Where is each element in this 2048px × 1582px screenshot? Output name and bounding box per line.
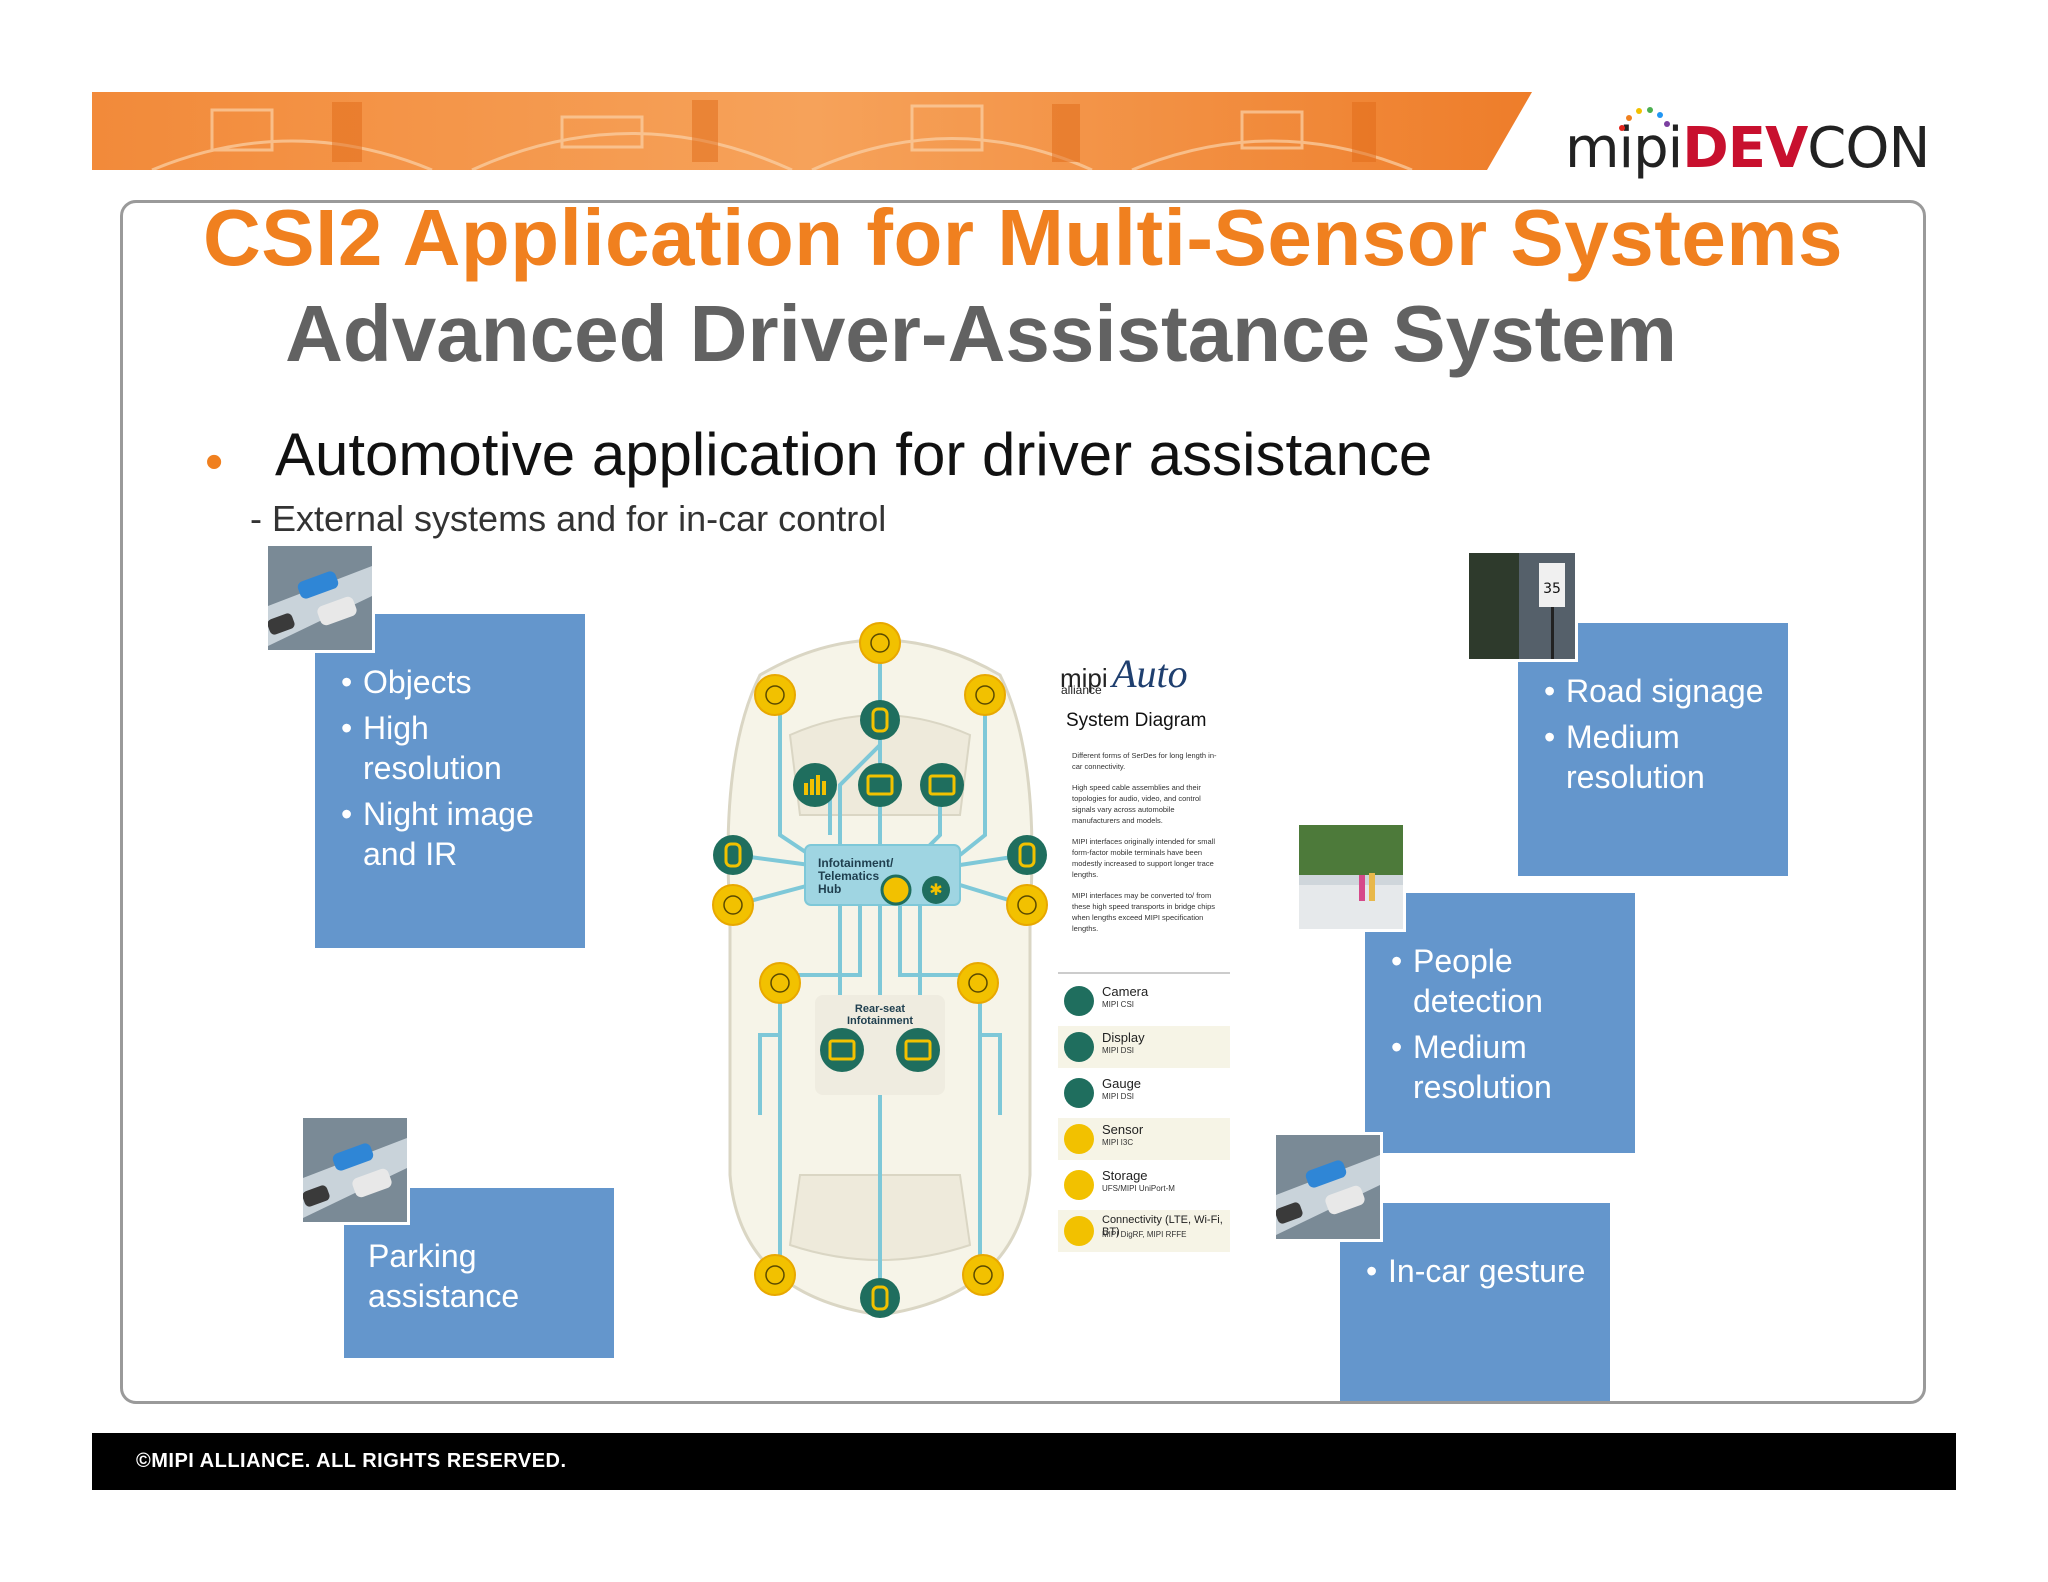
note-item: MIPI interfaces may be converted to/ fro… [1072, 891, 1216, 933]
sub-bullet: - External systems and for in-car contro… [250, 498, 887, 539]
legend-gauge: Gauge MIPI DSI [1058, 1072, 1230, 1114]
traffic-thumbnail [265, 543, 375, 653]
storage-icon [1064, 1170, 1094, 1200]
brand-mipi-text: mipi [1060, 663, 1108, 693]
legend-connectivity: Connectivity (LTE, Wi-Fi, BT) MIPI DigRF… [1058, 1210, 1230, 1252]
note-item: MIPI interfaces originally intended for … [1072, 837, 1215, 879]
svg-text:35: 35 [1543, 581, 1561, 597]
road-sign-thumbnail: 35 [1466, 550, 1578, 662]
parking-text: Parking assistance [368, 1238, 520, 1314]
list-item: Road signage [1542, 671, 1768, 711]
mipi-devcon-logo: mipiDEVCON [1565, 116, 1930, 181]
svg-text:✱: ✱ [929, 880, 942, 899]
svg-text:Telematics: Telematics [818, 869, 879, 883]
logo-dev-text: DEV [1682, 116, 1808, 181]
gauge-icon [1064, 1078, 1094, 1108]
slide-title: CSI2 Application for Multi-Sensor System… [202, 193, 1844, 282]
list-item: People detection [1389, 941, 1615, 1021]
list-item: Medium resolution [1542, 717, 1768, 797]
slide-frame [120, 200, 1926, 1404]
list-item: High resolution [339, 708, 565, 788]
note-item: High speed cable assemblies and their to… [1072, 783, 1201, 825]
footer-bar [92, 1433, 1956, 1490]
road-signage-box: Road signage Medium resolution [1518, 623, 1788, 876]
objects-box: Objects High resolution Night image and … [315, 614, 585, 948]
display-icon [1064, 1032, 1094, 1062]
legend-camera: Camera MIPI CSI [1058, 980, 1230, 1022]
legend-display: Display MIPI DSI [1058, 1026, 1230, 1068]
camera-icon [1064, 986, 1094, 1016]
list-item: Medium resolution [1389, 1027, 1615, 1107]
legend-divider [1058, 972, 1230, 974]
list-item: In-car gesture [1364, 1251, 1590, 1291]
brand-alliance-text: alliance [1061, 683, 1102, 697]
bullet-marker: • [205, 433, 224, 491]
connectivity-icon [1064, 1216, 1094, 1246]
hub-label: Infotainment/ [818, 856, 894, 870]
logo-dots-icon [1619, 107, 1670, 131]
legend-sensor: Sensor MIPI I3C [1058, 1118, 1230, 1160]
brand-auto-text: Auto [1112, 651, 1188, 696]
mipi-auto-brand: mipi Auto [1060, 650, 1188, 697]
list-item: Objects [339, 662, 565, 702]
note-item: Different forms of SerDes for long lengt… [1072, 751, 1217, 771]
parking-thumbnail [300, 1115, 410, 1225]
svg-text:Rear-seat: Rear-seat [855, 1003, 905, 1015]
car-system-diagram: Infotainment/ Telematics Hub ✱ Rear-seat… [712, 622, 1048, 1318]
header-banner [92, 92, 1532, 170]
gesture-thumbnail [1273, 1132, 1383, 1242]
in-car-gesture-box: In-car gesture [1340, 1203, 1610, 1401]
legend-storage: Storage UFS/MIPI UniPort-M [1058, 1164, 1230, 1206]
logo-con-text: CON [1807, 116, 1930, 181]
list-item: Night image and IR [339, 794, 565, 874]
sensor-icon [1064, 1124, 1094, 1154]
diagram-notes: Different forms of SerDes for long lengt… [1072, 750, 1222, 944]
pedestrian-thumbnail [1296, 822, 1406, 932]
slide-subtitle: Advanced Driver-Assistance System [285, 289, 1677, 378]
svg-text:Infotainment: Infotainment [847, 1015, 913, 1027]
people-detection-box: People detection Medium resolution [1365, 893, 1635, 1153]
copyright-text: ©MIPI ALLIANCE. ALL RIGHTS RESERVED. [136, 1450, 567, 1472]
main-bullet: Automotive application for driver assist… [275, 421, 1433, 488]
system-diagram-label: System Diagram [1066, 710, 1207, 731]
svg-text:Hub: Hub [818, 882, 841, 896]
